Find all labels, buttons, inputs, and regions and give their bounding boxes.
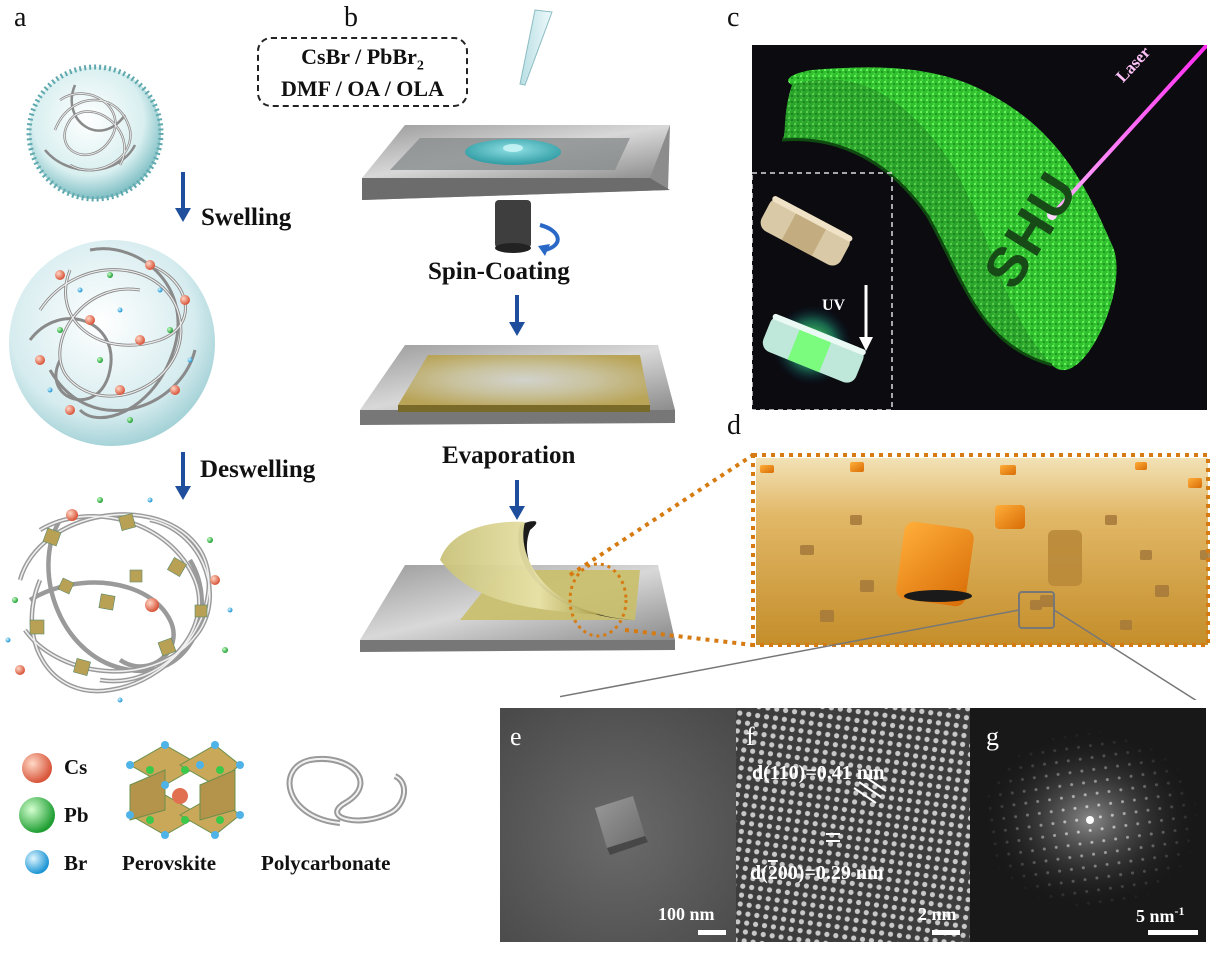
legend-cs-label: Cs (64, 755, 88, 779)
pipette-icon (519, 9, 553, 86)
perovskite-lattice-icon (126, 741, 244, 839)
uv-label: UV (822, 297, 846, 314)
panel-d-graphic (560, 453, 1210, 700)
legend-graphic (19, 741, 407, 874)
zoom-frame-dotted (751, 453, 1210, 647)
panel-e-sem: e 100 nm (500, 708, 736, 942)
reagents-line-1: CsBr / PbBr2 (301, 44, 424, 74)
panel-label-c: c (727, 2, 740, 33)
deswelling-arrow (175, 452, 191, 500)
legend-br-label: Br (64, 851, 88, 875)
peeling-film (360, 521, 675, 652)
panel-label-g: g (986, 722, 999, 751)
polymer-perovskite-composite (5, 497, 233, 703)
swelling-arrow (175, 172, 191, 222)
cs-atom-icon (22, 753, 52, 783)
deswelling-label: Deswelling (200, 456, 316, 483)
reagents-box: CsBr / PbBr2 DMF / OA / OLA (257, 37, 468, 107)
swelling-label: Swelling (201, 204, 292, 231)
polymer-sphere-initial (26, 64, 164, 202)
polymer-sphere-swollen (9, 240, 215, 446)
panel-g-fft: g 5 nm-1 (970, 708, 1206, 942)
panel-label-a: a (14, 2, 27, 33)
evaporation-arrow (509, 480, 525, 520)
legend-pb-label: Pb (64, 803, 89, 827)
spin-to-film-arrow (509, 295, 525, 336)
panel-label-e: e (510, 722, 522, 751)
rolled-film-uv (762, 313, 866, 383)
legend-perovskite-label: Perovskite (122, 851, 217, 875)
laser-beam (1050, 45, 1207, 217)
panel-a-graphic (5, 64, 233, 703)
spin-coater-stage (362, 125, 670, 256)
d110-label: d(110)=0.41 nm (752, 762, 885, 784)
uv-arrow (859, 285, 873, 351)
hrtem-image (736, 708, 970, 942)
panel-label-d: d (727, 410, 741, 441)
rolled-film-daylight (760, 196, 853, 266)
fft-pattern (970, 708, 1206, 942)
sem-scale-label: 100 nm (658, 904, 715, 924)
sem-image (500, 708, 736, 942)
coated-substrate (360, 345, 675, 425)
panel-b-graphic (360, 9, 675, 652)
legend-polycarbonate-label: Polycarbonate (261, 851, 391, 875)
br-atom-icon (25, 850, 49, 874)
panel-f-hrtem: f d(110)=0.41 nm d(200)=0.29 nm 2 nm (736, 708, 970, 942)
panel-label-b: b (344, 2, 358, 33)
spin-coating-label: Spin-Coating (428, 258, 570, 285)
d200-label: d(200)=0.29 nm (750, 862, 884, 884)
hrtem-scale-label: 2 nm (918, 904, 957, 924)
luminescent-film-graphic (752, 45, 1207, 410)
panel-label-f: f (746, 722, 755, 751)
reagents-line-2: DMF / OA / OLA (281, 76, 444, 101)
panel-c-photo: Laser UV SHU (752, 45, 1207, 410)
polycarbonate-strand-icon (286, 755, 407, 826)
pb-atom-icon (19, 797, 55, 833)
fft-scale-label: 5 nm-1 (1136, 904, 1185, 926)
evaporation-label: Evaporation (442, 442, 576, 469)
